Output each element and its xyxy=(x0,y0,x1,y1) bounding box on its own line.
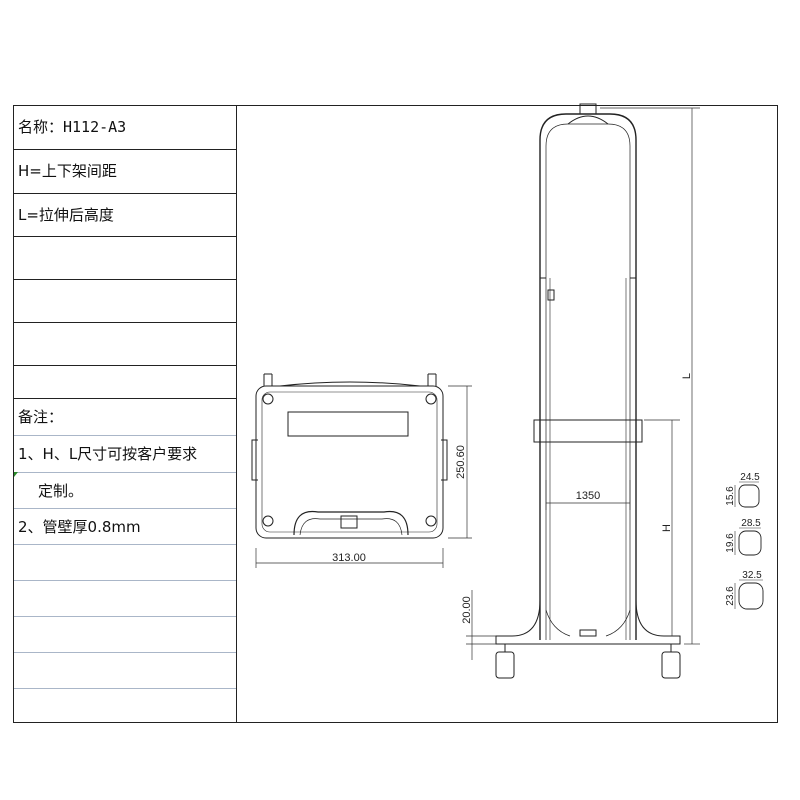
front-view xyxy=(251,373,448,539)
model-name-cell: 名称：H112-A3 xyxy=(14,106,236,149)
tube-section-3: 32.5 23.6 xyxy=(725,570,764,610)
tube-profile xyxy=(738,582,764,610)
tube-profile xyxy=(738,484,760,508)
marker-icon xyxy=(14,472,18,477)
note-1-continued: 定制。 xyxy=(38,481,84,500)
base-frame xyxy=(495,599,681,645)
bottom-handle-inner xyxy=(299,518,403,536)
lock-pin xyxy=(547,289,555,301)
tube-width-label: 32.5 xyxy=(742,570,762,581)
left-side-clip xyxy=(251,439,258,481)
notes-title: 备注： xyxy=(18,407,64,426)
tube-section-1: 24.5 15.6 xyxy=(725,472,760,508)
row-divider xyxy=(14,193,236,194)
tube-section-2: 28.5 19.6 xyxy=(725,518,762,556)
row-divider xyxy=(14,472,236,473)
corner-bolt xyxy=(262,393,274,405)
width-dimension-label: 313.00 xyxy=(332,552,366,564)
tube-height-label: 15.6 xyxy=(725,486,736,506)
row-divider xyxy=(14,580,236,581)
row-divider xyxy=(14,279,236,280)
height-dimension-label: 250.60 xyxy=(455,445,467,479)
tube-width-label: 28.5 xyxy=(741,518,761,529)
inner-width-dimension-label: 1350 xyxy=(576,490,600,502)
row-divider xyxy=(14,365,236,366)
right-top-hook xyxy=(427,373,437,386)
right-wheel xyxy=(661,651,681,679)
l-dimension-label: L xyxy=(681,373,693,379)
row-divider xyxy=(14,149,236,150)
tube-profile xyxy=(738,530,762,556)
h-definition-cell: H=上下架间距 xyxy=(14,150,236,193)
l-definition: L=拉伸后高度 xyxy=(18,206,114,224)
corner-bolt xyxy=(425,393,437,405)
handle-outer-frame xyxy=(539,113,637,640)
row-divider xyxy=(14,544,236,545)
left-top-hook xyxy=(263,373,273,386)
tube-width-label: 24.5 xyxy=(740,472,760,483)
base-brace xyxy=(545,609,631,637)
left-wheel xyxy=(495,651,515,679)
bottom-handle xyxy=(293,510,409,536)
model-name: 名称：H112-A3 xyxy=(18,118,127,136)
bottom-dimension-label: 20.00 xyxy=(461,596,473,624)
side-view-dimensions xyxy=(466,107,700,660)
label-plate xyxy=(287,411,409,437)
front-view-dimensions xyxy=(255,385,472,568)
box-inner-outline xyxy=(261,391,438,533)
drawing-sheet: 名称：H112-A3 H=上下架间距 L=拉伸后高度 备注： 1、H、L尺寸可按… xyxy=(13,105,778,723)
note-2: 2、管壁厚0.8mm xyxy=(18,517,141,536)
note-1-cell: 1、H、L尺寸可按客户要求 xyxy=(14,436,236,472)
handle-inner-frame xyxy=(545,123,631,640)
row-divider xyxy=(14,398,236,399)
h-dimension-label: H xyxy=(661,524,673,532)
tube-height-label: 23.6 xyxy=(725,586,736,606)
base-clip xyxy=(579,629,597,637)
h-definition: H=上下架间距 xyxy=(18,162,117,180)
l-definition-cell: L=拉伸后高度 xyxy=(14,194,236,237)
corner-bolt xyxy=(262,515,274,527)
row-divider xyxy=(14,236,236,237)
corner-bolt xyxy=(425,515,437,527)
tube-height-label: 19.6 xyxy=(725,533,736,553)
middle-crossbar xyxy=(533,419,643,443)
handle-button xyxy=(340,515,358,529)
note-2-cell: 2、管壁厚0.8mm xyxy=(14,509,236,545)
box-top-ridge xyxy=(279,381,421,387)
note-1: 1、H、L尺寸可按客户要求 xyxy=(18,444,198,463)
grip-button xyxy=(579,103,597,115)
row-divider xyxy=(14,508,236,509)
side-view xyxy=(495,103,681,679)
right-side-clip xyxy=(441,439,448,481)
note-1-continued-cell: 定制。 xyxy=(14,473,236,509)
handle-grip xyxy=(567,115,609,125)
row-divider xyxy=(14,652,236,653)
row-divider xyxy=(14,435,236,436)
box-outline xyxy=(255,385,444,539)
row-divider xyxy=(14,616,236,617)
row-divider xyxy=(14,688,236,689)
notes-title-cell: 备注： xyxy=(14,399,236,435)
spec-table: 名称：H112-A3 H=上下架间距 L=拉伸后高度 备注： 1、H、L尺寸可按… xyxy=(14,106,237,722)
row-divider xyxy=(14,322,236,323)
